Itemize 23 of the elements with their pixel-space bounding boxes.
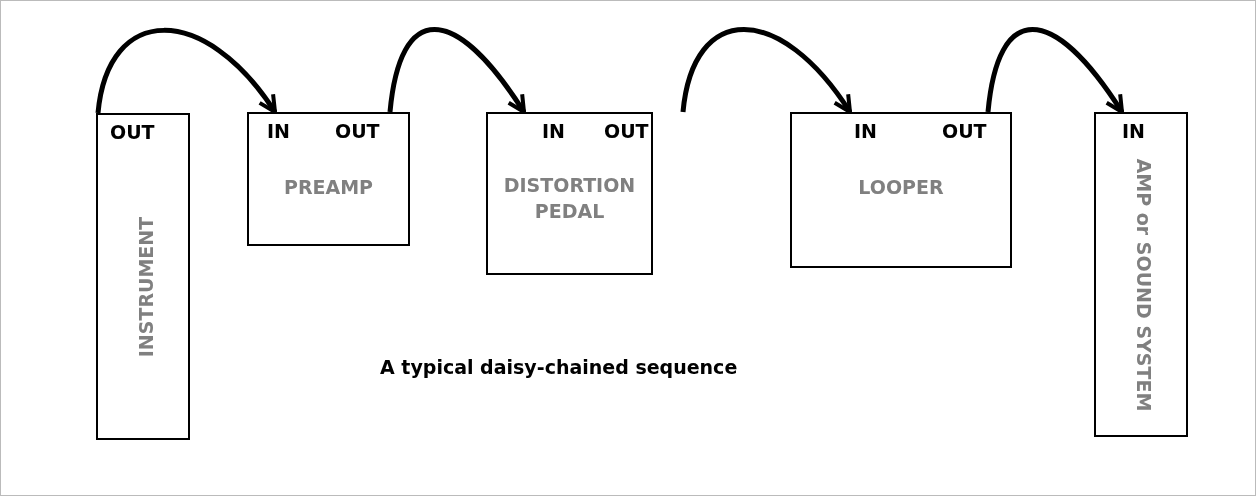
port-label: IN bbox=[1122, 122, 1145, 141]
port-label: IN bbox=[854, 122, 877, 141]
caption-text: A typical daisy-chained sequence bbox=[380, 355, 738, 380]
port-label: OUT bbox=[335, 122, 380, 141]
port-label: IN bbox=[267, 122, 290, 141]
device-name: DISTORTION PEDAL bbox=[502, 173, 637, 224]
curved-arrow bbox=[95, 27, 278, 114]
port-label: OUT bbox=[942, 122, 987, 141]
device-box bbox=[1094, 112, 1188, 437]
port-label: IN bbox=[542, 122, 565, 141]
device-box bbox=[96, 113, 190, 440]
curved-arrow bbox=[387, 27, 527, 114]
device-name: AMP or SOUND SYSTEM bbox=[1131, 157, 1155, 412]
device-box bbox=[247, 112, 410, 246]
device-box bbox=[486, 112, 653, 275]
curved-arrow bbox=[680, 27, 853, 114]
curved-arrow bbox=[985, 27, 1125, 114]
device-name: LOOPER bbox=[857, 175, 945, 200]
port-label: OUT bbox=[110, 123, 155, 142]
port-label: OUT bbox=[604, 122, 649, 141]
device-name: PREAMP bbox=[282, 175, 375, 200]
device-name: INSTRUMENT bbox=[133, 215, 157, 359]
device-box bbox=[790, 112, 1012, 268]
